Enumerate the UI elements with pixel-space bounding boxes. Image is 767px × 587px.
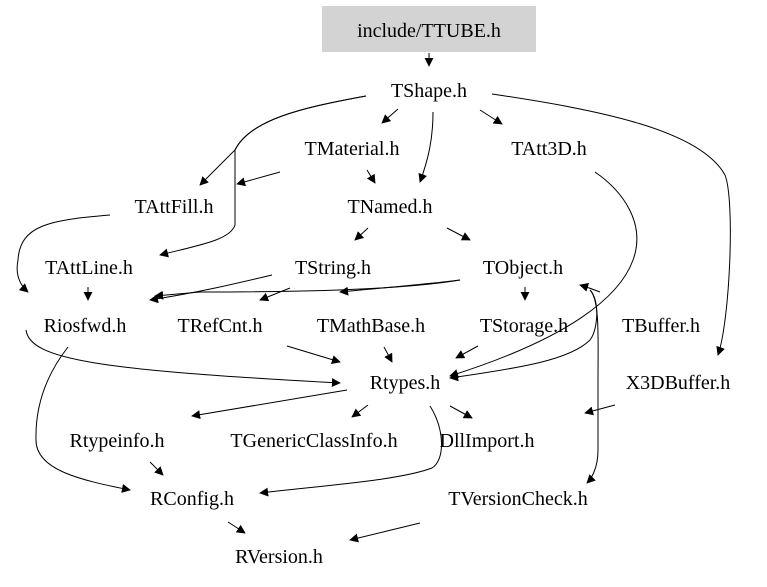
edge-tmathbase-to-rtypes [383,346,393,363]
node-dllimport[interactable]: DllImport.h [440,430,535,452]
node-label: Rtypes.h [370,372,441,394]
edge-tobject-to-tversioncheck [586,289,599,484]
node-label: TAtt3D.h [511,138,587,160]
node-label: TString.h [295,257,371,279]
node-tshape[interactable]: TShape.h [391,80,467,102]
node-tatt3d[interactable]: TAtt3D.h [511,138,587,160]
root-node-box [322,6,536,52]
node-tmathbase[interactable]: TMathBase.h [317,315,425,337]
node-label: X3DBuffer.h [626,372,731,394]
node-label: TNamed.h [348,196,433,218]
node-tobject[interactable]: TObject.h [483,257,563,279]
edge-tattfill-to-riosfwd [16,214,111,293]
node-tnamed[interactable]: TNamed.h [348,196,433,218]
node-rtypeinfo[interactable]: Rtypeinfo.h [70,430,165,452]
node-tversioncheck[interactable]: TVersionCheck.h [448,488,587,510]
edge-tmaterial-to-tattfill [236,171,281,187]
node-label: TMathBase.h [317,315,425,337]
node-rversion[interactable]: RVersion.h [235,546,323,568]
edge-tobject-to-tmathbase [339,279,461,296]
edge-rtypeinfo-to-rconfig [149,461,164,476]
edge-tnamed-to-tstring [354,227,369,241]
node-rtypes[interactable]: Rtypes.h [370,372,441,394]
edge-rtypes-to-rconfig [259,405,442,497]
node-label: TObject.h [483,257,563,279]
node-label: TVersionCheck.h [448,488,587,510]
node-trefcnt[interactable]: TRefCnt.h [178,315,263,337]
edge-tshape-to-tnamed [418,111,434,183]
node-label: TRefCnt.h [178,315,263,337]
node-label: RVersion.h [235,546,323,568]
edges-layer [16,53,731,543]
edge-tshape-to-tatt3d [479,109,503,125]
edge-tattfill-to-rtypes [25,329,341,388]
node-label: TBuffer.h [622,315,700,337]
edge-tatt3d-to-rtypes [449,171,638,378]
node-tgenericclassinfo[interactable]: TGenericClassInfo.h [230,430,397,452]
edge-tstring-to-riosfwd [149,274,273,304]
node-label: TGenericClassInfo.h [230,430,397,452]
edge-tversioncheck-to-rversion [349,522,421,543]
edge-rtypes-to-dllimport [449,405,473,419]
edge-tstring-to-trefcnt [259,287,291,302]
node-rconfig[interactable]: RConfig.h [150,488,234,510]
node-label: TAttFill.h [135,196,214,218]
edge-rtypes-to-rtypeinfo [191,389,348,420]
edge-trefcnt-to-rtypes [286,345,341,364]
edge-rconfig-to-rversion [227,521,246,534]
node-tattline[interactable]: TAttLine.h [45,257,133,279]
edge-tshape-to-tattline [159,95,367,258]
node-label: Rtypeinfo.h [70,430,165,452]
edge-tmaterial-to-tnamed [366,169,376,184]
edge-tshape-to-tmaterial [381,108,399,124]
edge-tobject-to-tbuffer [579,283,601,293]
node-tstorage[interactable]: TStorage.h [480,315,568,337]
node-x3dbuffer[interactable]: X3DBuffer.h [626,372,731,394]
node-label: DllImport.h [440,430,535,452]
edge-tstorage-to-rtypes [455,345,479,359]
edge-x3dbuffer-to-dllimport [584,404,616,416]
node-tmaterial[interactable]: TMaterial.h [305,138,400,160]
node-label: TMaterial.h [305,138,400,160]
node-tstring[interactable]: TString.h [295,257,371,279]
node-label: Riosfwd.h [44,315,127,337]
node-label: TAttLine.h [45,257,133,279]
edge-tobject-to-riosfwd [154,279,461,300]
node-tbuffer[interactable]: TBuffer.h [622,315,700,337]
edge-rtypes-to-tgenericclassinfo [351,404,369,418]
edge-riosfwd-to-rconfig [35,346,131,493]
node-ttube[interactable]: include/TTUBE.h [322,6,536,52]
node-label: include/TTUBE.h [357,20,501,42]
node-tattfill[interactable]: TAttFill.h [135,196,214,218]
node-riosfwd[interactable]: Riosfwd.h [44,315,127,337]
node-label: RConfig.h [150,488,234,510]
edge-tnamed-to-tobject [446,227,471,241]
edge-tshape-to-x3dbuffer [491,93,731,356]
node-label: TStorage.h [480,315,568,337]
node-label: TShape.h [391,80,467,102]
